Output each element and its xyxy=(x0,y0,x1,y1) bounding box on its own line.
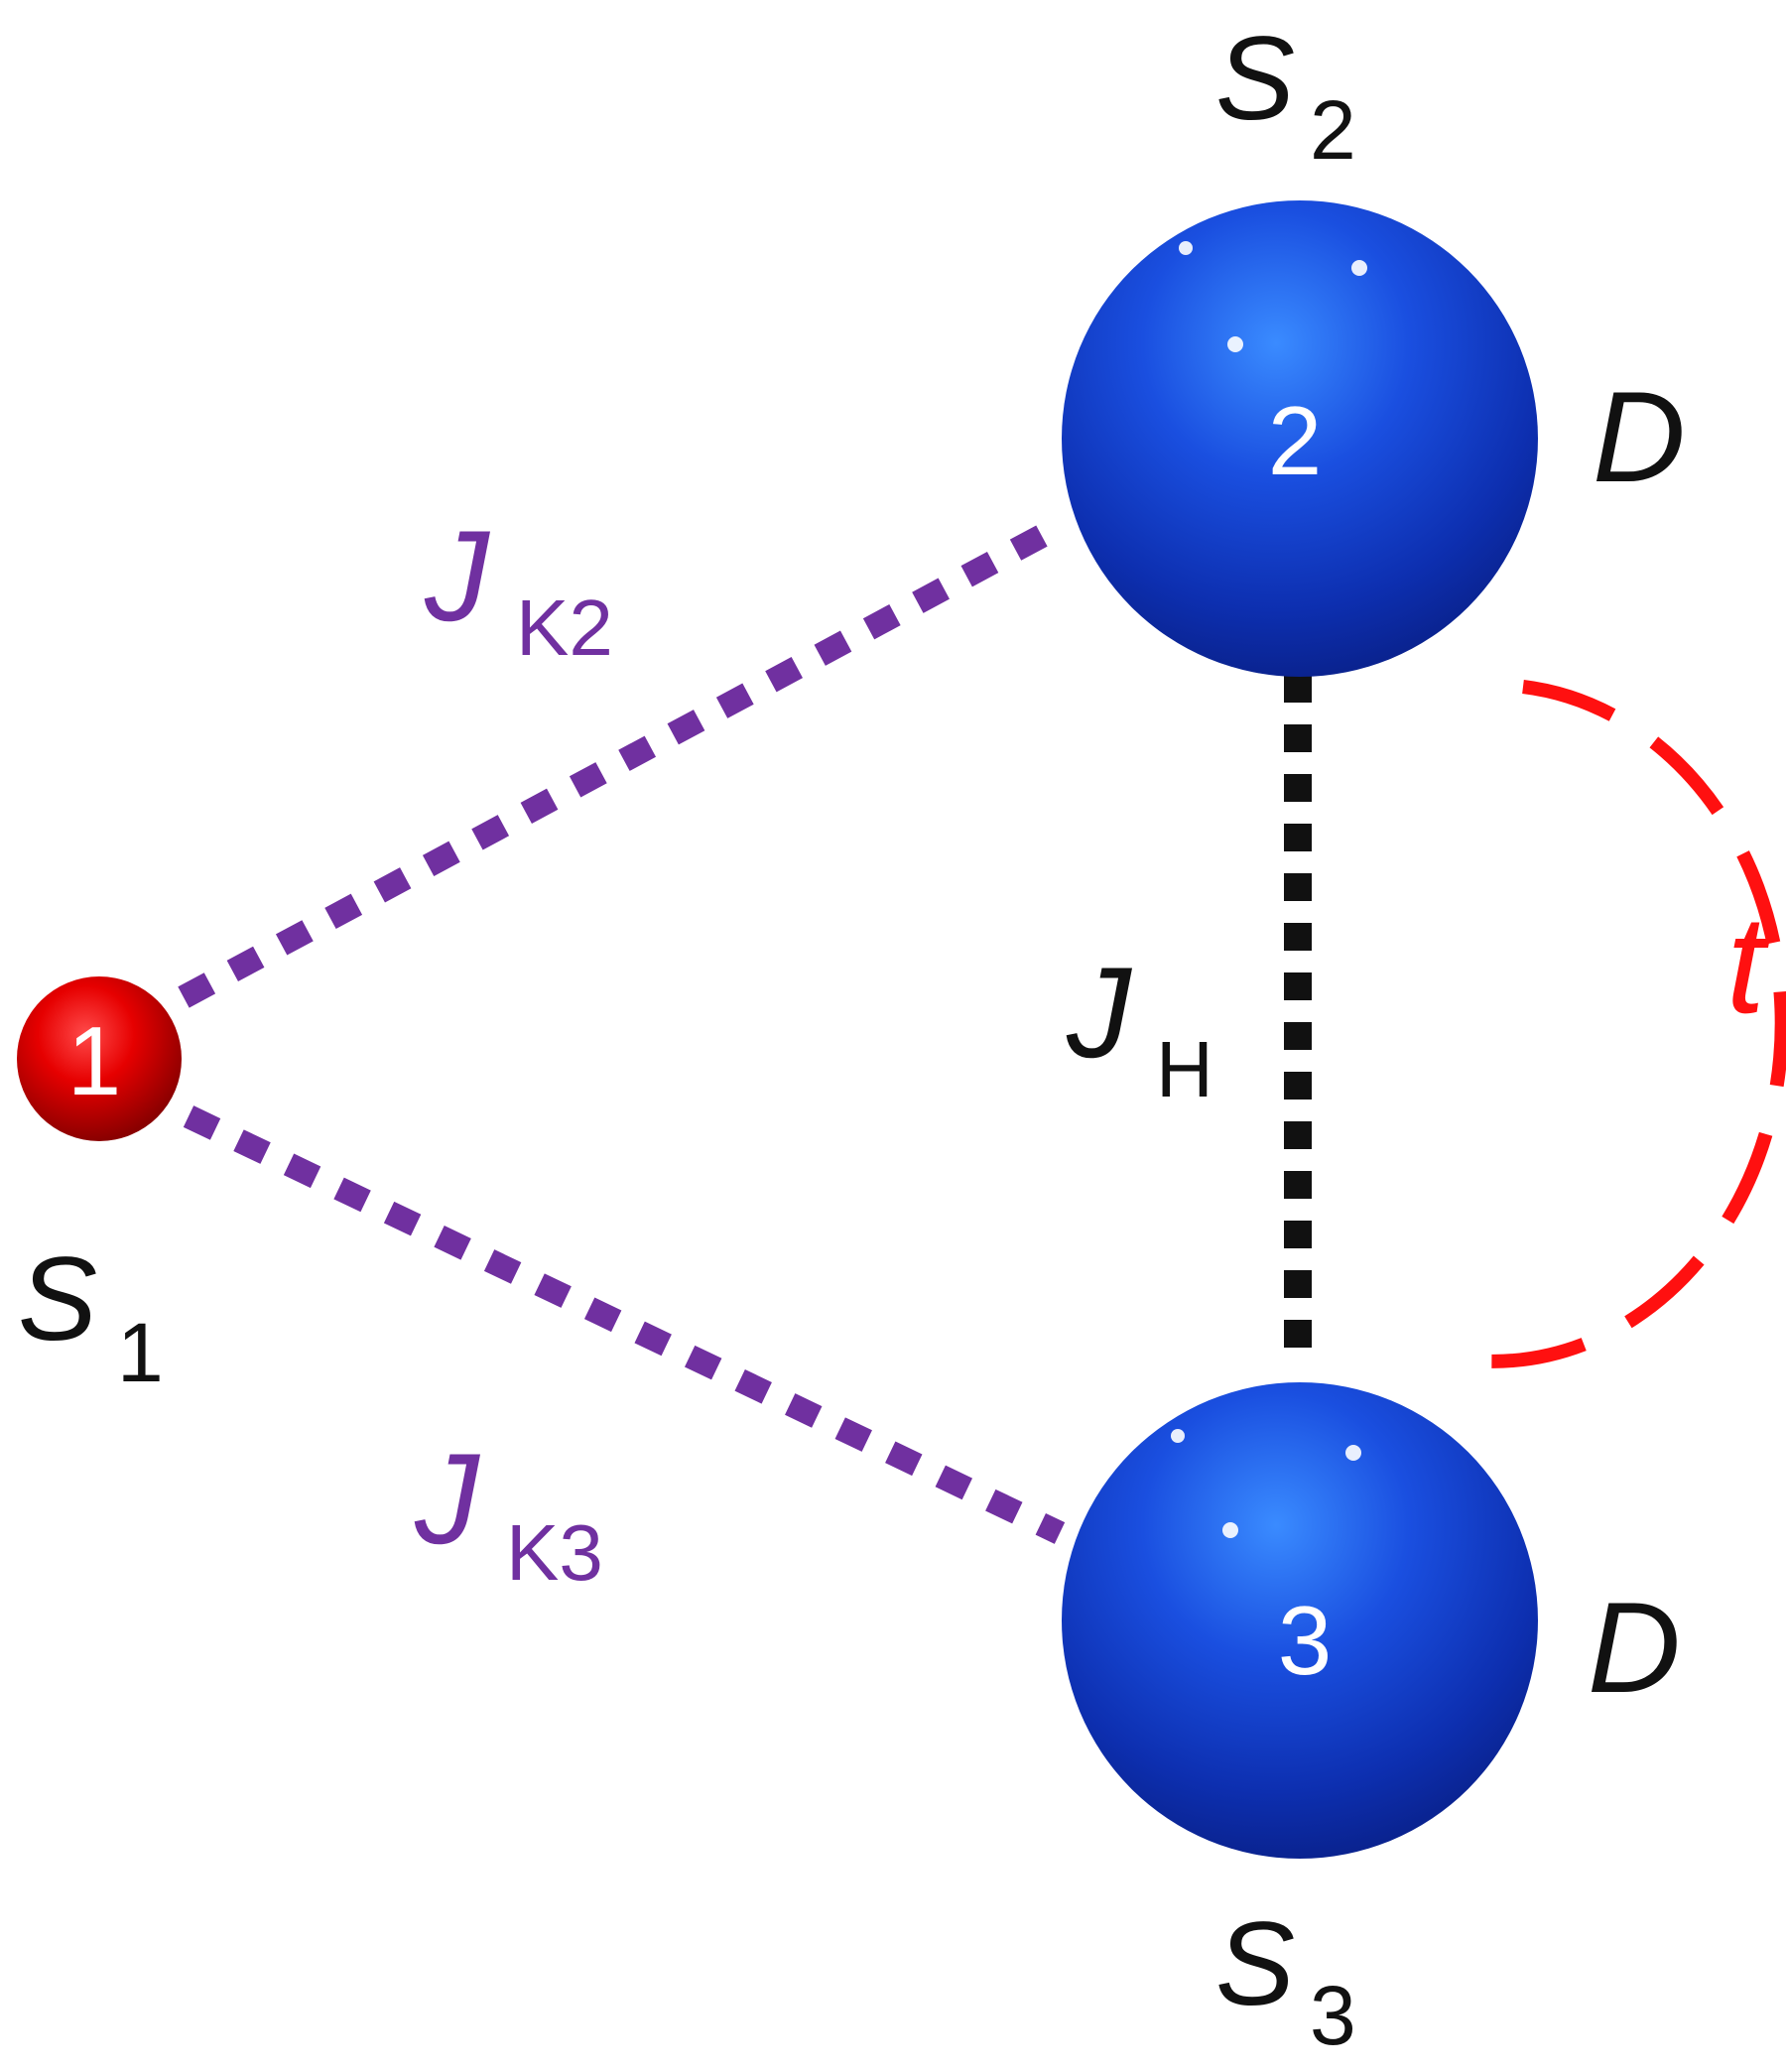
coupling-label-jk3: J K3 xyxy=(414,1426,603,1597)
anisotropy-label-site2: D xyxy=(1593,364,1686,509)
site-2-number: 2 xyxy=(1268,386,1323,495)
site-3-sphere: 3 xyxy=(1062,1382,1538,1859)
svg-text:3: 3 xyxy=(1310,1969,1356,2062)
spin-label-s1: S 1 xyxy=(18,1232,164,1399)
site-2-sphere: 2 xyxy=(1062,200,1538,677)
hopping-label-t: t xyxy=(1726,886,1770,1042)
site-1-number: 1 xyxy=(67,1006,122,1115)
svg-text:J: J xyxy=(414,1426,481,1571)
coupling-label-jh: J H xyxy=(1066,940,1213,1113)
coupling-label-jk2: J K2 xyxy=(424,503,613,672)
hopping-arc xyxy=(1463,680,1786,1368)
svg-text:J: J xyxy=(424,503,491,648)
spin-label-s2: S 2 xyxy=(1215,12,1356,177)
site-3-number: 3 xyxy=(1278,1586,1333,1695)
svg-text:S: S xyxy=(1215,12,1295,145)
svg-text:K2: K2 xyxy=(516,583,613,672)
svg-text:S: S xyxy=(18,1232,97,1365)
svg-text:J: J xyxy=(1066,940,1133,1085)
spin-label-s3: S 3 xyxy=(1215,1897,1356,2062)
svg-text:1: 1 xyxy=(117,1306,164,1399)
anisotropy-label-site3: D xyxy=(1588,1575,1681,1720)
svg-text:S: S xyxy=(1215,1897,1295,2030)
svg-text:K3: K3 xyxy=(506,1508,603,1597)
svg-text:2: 2 xyxy=(1310,83,1356,177)
site-1-sphere: 1 xyxy=(17,976,182,1141)
jk3-bond xyxy=(183,1105,1066,1544)
svg-text:H: H xyxy=(1156,1025,1213,1113)
